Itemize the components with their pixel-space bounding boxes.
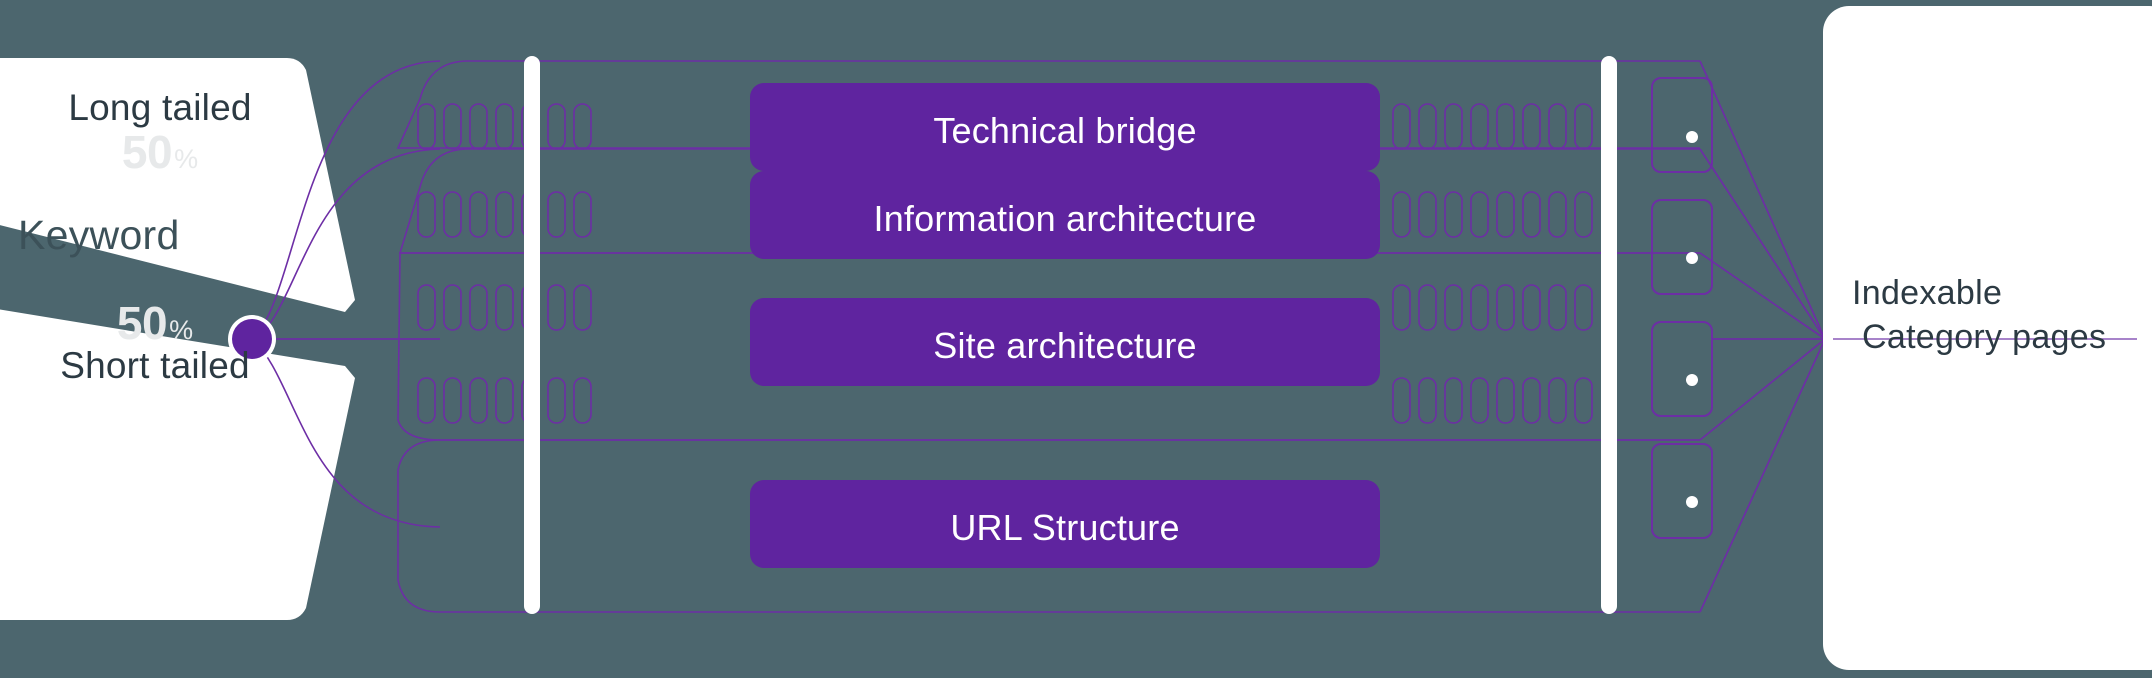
lane-outline-1 <box>396 60 1700 149</box>
end-box-4[interactable] <box>1651 443 1713 539</box>
end-box-dot-4 <box>1686 496 1698 508</box>
rib-group-right <box>1392 103 1593 424</box>
end-box-1[interactable] <box>1651 77 1713 173</box>
end-box-group <box>1651 77 1713 539</box>
lane-outline-4 <box>397 439 1700 613</box>
end-box-dot-3 <box>1686 374 1698 386</box>
end-box-dot-1 <box>1686 131 1698 143</box>
convergence-lines <box>1699 60 1826 613</box>
divider-bar-left <box>524 56 540 614</box>
connector-to-row-1 <box>251 60 441 340</box>
divider-bar-right <box>1601 56 1617 614</box>
keyword-label: Keyword <box>18 212 180 258</box>
row-pill-1[interactable] <box>750 83 1380 171</box>
row-pill-3[interactable] <box>750 298 1380 386</box>
end-box-2[interactable] <box>1651 199 1713 295</box>
keyword-hub-node[interactable] <box>232 319 272 359</box>
row-pill-2[interactable] <box>750 171 1380 259</box>
indexable-category-card <box>1823 6 2152 670</box>
row-pill-4[interactable] <box>750 480 1380 568</box>
long-tailed-card <box>0 58 355 312</box>
end-box-3[interactable] <box>1651 321 1713 417</box>
end-box-dot-2 <box>1686 252 1698 264</box>
lane-outline-2 <box>398 148 1700 254</box>
short-tailed-card <box>0 309 355 620</box>
connector-to-row-4 <box>251 338 441 528</box>
